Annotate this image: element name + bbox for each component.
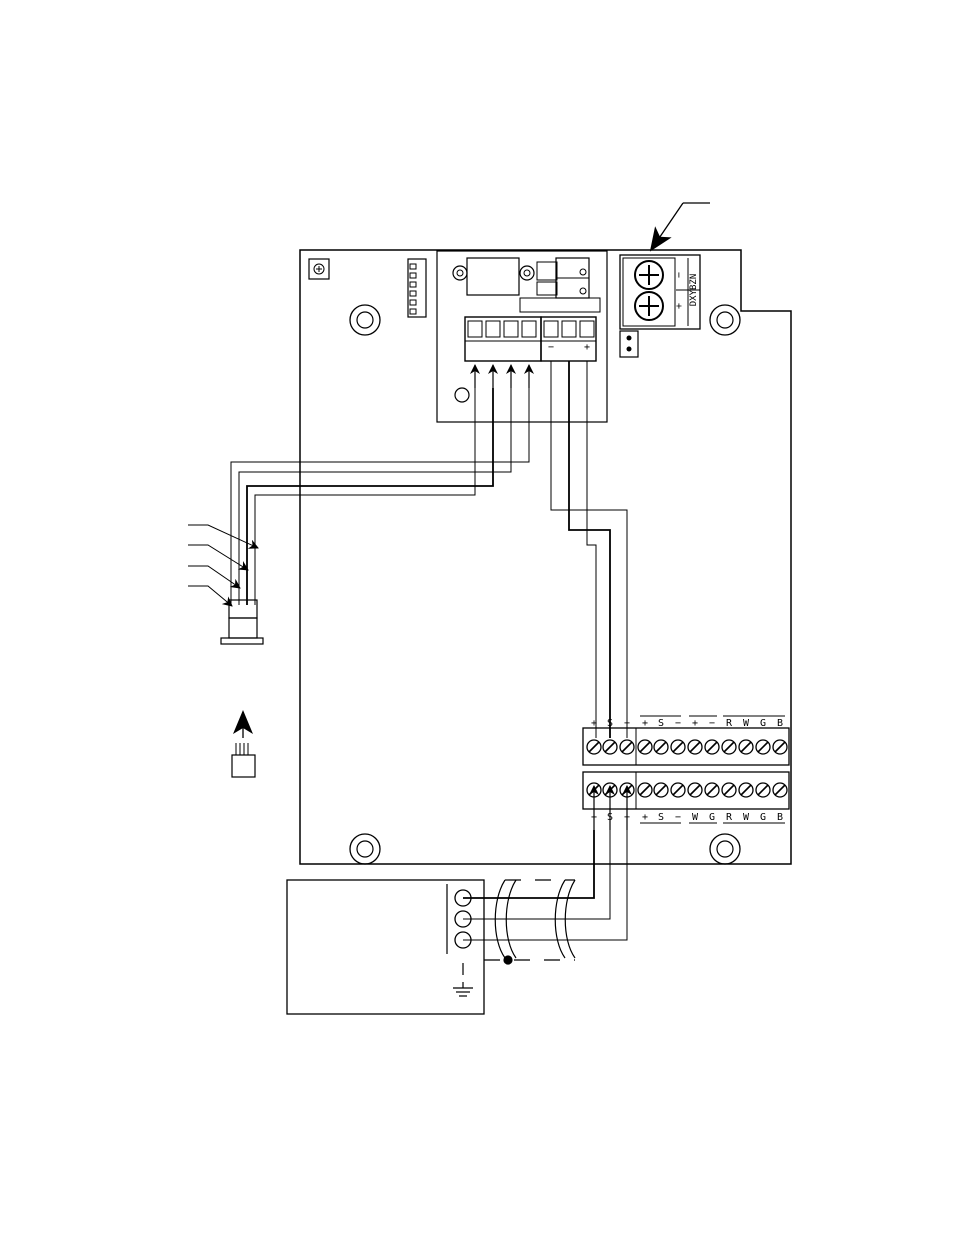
terminal-label: W xyxy=(743,718,750,729)
mounting-hole-icon xyxy=(709,304,741,336)
device-wires xyxy=(463,830,628,941)
terminal-label: W xyxy=(743,812,750,823)
side-terminal-label-plus: + xyxy=(674,303,685,309)
shielded-cable xyxy=(484,879,576,965)
relay-input-terminal-block xyxy=(464,316,542,362)
mounting-hole-icon xyxy=(349,304,381,336)
terminal-label: + xyxy=(642,718,648,729)
pin-header-connector xyxy=(407,258,427,318)
terminal-label: + xyxy=(692,718,698,729)
main-board xyxy=(299,249,792,865)
ground-symbol-icon xyxy=(453,982,473,997)
screw-terminal-icon xyxy=(602,739,618,755)
terminal-label: S xyxy=(607,718,613,729)
terminal-strip-bottom xyxy=(582,771,790,810)
terminal-strip-top xyxy=(582,727,790,766)
bottom-strip-arrows xyxy=(589,785,632,830)
relay-module: − + xyxy=(436,250,608,423)
output-wires xyxy=(550,361,628,738)
screw-terminal-icon xyxy=(619,739,635,755)
terminal-label: − xyxy=(624,718,630,729)
wire-leader-arrows xyxy=(188,524,259,607)
terminal-label: B xyxy=(777,718,783,729)
screw-terminal-icon xyxy=(637,782,653,798)
board-test-point xyxy=(308,258,330,280)
screw-terminal-icon xyxy=(772,739,788,755)
terminal-label: B xyxy=(777,812,783,823)
rj-plug-icon xyxy=(231,710,256,778)
terminal-label: S xyxy=(658,718,664,729)
screw-terminal-icon xyxy=(637,739,653,755)
top-pointer-arrow xyxy=(649,202,710,252)
screw-terminal-icon xyxy=(772,782,788,798)
jumper-connector xyxy=(619,330,639,358)
relay-input-arrows xyxy=(470,364,534,388)
terminal-label: S xyxy=(658,812,664,823)
screw-terminal-icon xyxy=(721,739,737,755)
terminal-label: R xyxy=(726,812,733,823)
side-terminal-block: − + DXYBZN xyxy=(619,254,701,330)
side-terminal-label-minus: − xyxy=(674,272,685,278)
input-cable xyxy=(220,388,530,645)
screw-terminal-icon xyxy=(738,782,754,798)
screw-terminal-icon xyxy=(738,739,754,755)
label-overlines xyxy=(640,715,785,824)
mounting-hole-icon xyxy=(349,833,381,865)
side-terminal-vertical-label: DXYBZN xyxy=(689,274,699,307)
screw-terminal-icon xyxy=(670,782,686,798)
screw-terminal-icon xyxy=(586,739,602,755)
relay-output-terminal-block: − + xyxy=(540,316,597,362)
terminal-label: − xyxy=(675,718,681,729)
screw-terminal-icon xyxy=(755,782,771,798)
terminal-label: G xyxy=(760,812,766,823)
terminal-label: G xyxy=(709,812,715,823)
screw-terminal-icon xyxy=(704,739,720,755)
screw-terminal-icon xyxy=(721,782,737,798)
terminal-label: − xyxy=(709,718,715,729)
screw-terminal-icon xyxy=(670,739,686,755)
field-device xyxy=(286,879,485,1015)
terminal-label: + xyxy=(642,812,648,823)
screw-terminal-icon xyxy=(687,739,703,755)
screw-terminal-icon xyxy=(653,739,669,755)
screw-terminal-icon xyxy=(634,291,664,321)
screw-terminal-icon xyxy=(704,782,720,798)
screw-terminal-icon xyxy=(653,782,669,798)
mounting-hole-icon xyxy=(709,833,741,865)
terminal-label: G xyxy=(760,718,766,729)
terminal-label: − xyxy=(675,812,681,823)
relay-output-label-minus: − xyxy=(548,342,554,353)
screw-terminal-icon xyxy=(755,739,771,755)
screw-terminal-icon xyxy=(634,260,664,290)
terminal-label: W xyxy=(692,812,699,823)
relay-output-label-plus: + xyxy=(584,342,590,353)
terminal-label: R xyxy=(726,718,733,729)
screw-terminal-icon xyxy=(687,782,703,798)
terminal-label: + xyxy=(591,718,597,729)
